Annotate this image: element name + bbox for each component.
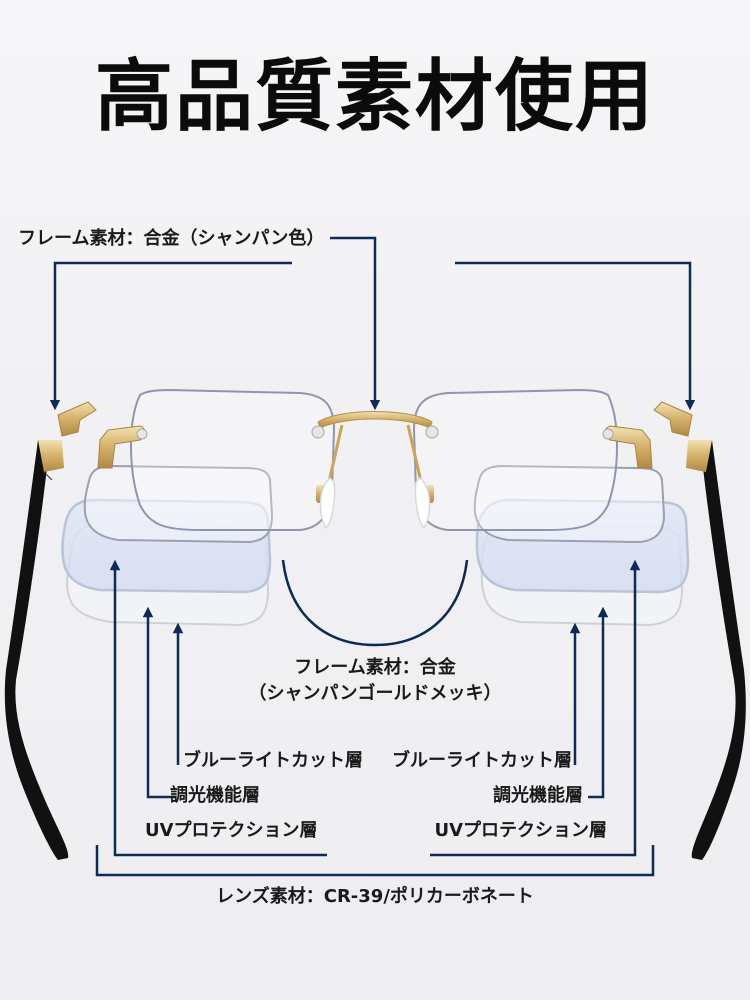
bridge	[311, 411, 439, 530]
left-photochromic-layer: 調光機能層	[170, 785, 260, 806]
page-title: 高品質素材使用	[94, 52, 655, 142]
left-temple	[4, 401, 97, 860]
bridge-material-label-line2: （シャンパンゴールドメッキ）	[248, 683, 502, 704]
callout-lines	[49, 236, 696, 877]
bridge-material-label-line1: フレーム素材：合金	[294, 657, 456, 678]
frame-material-label: フレーム素材：合金（シャンパン色）	[18, 228, 325, 249]
right-photochromic-layer: 調光機能層	[493, 785, 583, 806]
frame-lenses	[130, 388, 618, 531]
lens-material-label: レンズ素材：CR-39/ポリカーボネート	[216, 886, 534, 907]
left-lens-stack	[61, 464, 274, 627]
left-uv-layer: UVプロテクション層	[145, 820, 318, 841]
right-uv-layer: UVプロテクション層	[434, 820, 607, 841]
left-blue-light-layer: ブルーライトカット層	[183, 750, 363, 771]
right-lens-stack	[473, 464, 690, 627]
end-pieces	[97, 425, 653, 469]
right-temple	[653, 401, 746, 860]
right-blue-light-layer: ブルーライトカット層	[392, 750, 572, 771]
